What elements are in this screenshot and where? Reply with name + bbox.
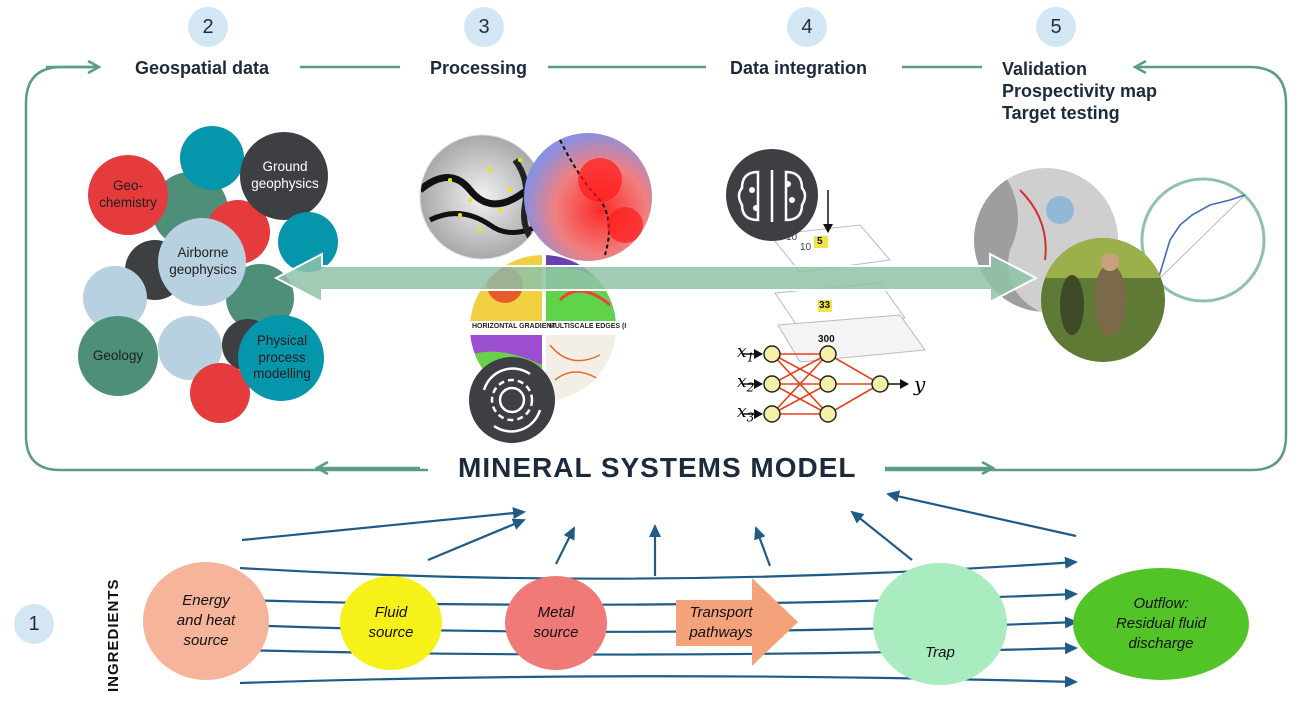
bubble-red-bottom <box>190 363 250 423</box>
ingredient-metal-source: Metal source <box>505 576 607 670</box>
brain-circuit-icon <box>726 149 818 241</box>
ingredient-trap-label: Trap <box>925 643 955 661</box>
bubble-ground-geophysics <box>240 132 328 220</box>
bubble-physical-process <box>238 315 324 401</box>
geospatial-bubble-cluster <box>78 126 338 423</box>
step-geospatial-data-label: Geospatial data <box>135 58 270 78</box>
validation-roc-chart <box>1140 177 1266 303</box>
bubble-lightblue-left <box>83 266 147 330</box>
workflow-loop <box>24 67 1288 470</box>
transport-pathways-arrow <box>676 578 798 666</box>
step-data-integration-label: Data integration <box>730 58 868 78</box>
ground-geophysics-label: Ground geophysics <box>251 159 319 191</box>
step-3-badge: 3 <box>464 7 504 47</box>
step-validation-block: Validation Prospectivity map Target test… <box>1002 58 1157 124</box>
grid-number-4: 33 <box>819 300 831 311</box>
diagram-title: MINERAL SYSTEMS MODEL <box>458 452 857 483</box>
bubble-green-right <box>226 264 294 332</box>
ingredients-label: INGREDIENTS <box>105 578 122 692</box>
ingredient-transport-pathways: Transport pathways <box>689 603 753 641</box>
nn-output-y: y <box>914 372 926 396</box>
grid-number-5: 300 <box>818 334 835 345</box>
nn-input-x1: x1 <box>737 342 755 365</box>
bubble-airborne-geophysics <box>158 218 246 306</box>
ingredient-fluid-source: Fluid source <box>340 576 442 670</box>
validation-field-photo <box>1041 238 1165 362</box>
neural-network-nodes <box>763 345 889 423</box>
bubble-geochemistry <box>88 155 168 235</box>
validation-line-2: Prospectivity map <box>1002 81 1158 101</box>
data-grid-stack <box>769 190 926 363</box>
bubble-lightblue-mid <box>158 316 222 380</box>
grid-number-1: 10 <box>786 232 798 243</box>
physical-process-label: Physical process modelling <box>253 332 311 382</box>
step-2-badge: 2 <box>188 7 228 47</box>
bubble-teal-top <box>180 126 244 190</box>
geology-label: Geology <box>92 347 144 363</box>
step-processing-label: Processing <box>430 58 528 78</box>
settings-cycle-icon <box>469 357 555 443</box>
panel-caption-multiscale-edges: MULTISCALE EDGES (I <box>549 323 627 330</box>
neural-network-io-arrows <box>742 349 909 419</box>
processing-map-red <box>524 133 652 261</box>
step-1-badge: 1 <box>14 604 54 644</box>
geochemistry-label: Geo- chemistry <box>99 178 157 210</box>
panel-caption-horizontal-gradient: HORIZONTAL GRADIENT <box>472 323 556 330</box>
integration-double-arrow <box>273 252 1039 304</box>
bubble-geology <box>78 316 158 396</box>
step-5-badge: 5 <box>1036 7 1076 47</box>
nn-input-x3: x3 <box>737 402 755 425</box>
airborne-geophysics-label: Airborne geophysics <box>169 245 237 277</box>
ingredient-energy-heat-source: Energy and heat source <box>143 562 269 680</box>
nn-input-x2: x2 <box>737 372 755 395</box>
ingredient-trap: Trap <box>873 563 1007 685</box>
ingredient-outflow-residual-fluid: Outflow: Residual fluid discharge <box>1073 568 1249 680</box>
grid-number-2: 10 <box>800 242 812 253</box>
neural-network <box>771 353 881 415</box>
step-4-badge: 4 <box>787 7 827 47</box>
ingredient-to-model-arrows <box>241 490 1077 576</box>
validation-line-3: Target testing <box>1002 103 1120 123</box>
validation-line-1: Validation <box>1002 59 1088 79</box>
grid-number-3: 5 <box>817 236 823 247</box>
